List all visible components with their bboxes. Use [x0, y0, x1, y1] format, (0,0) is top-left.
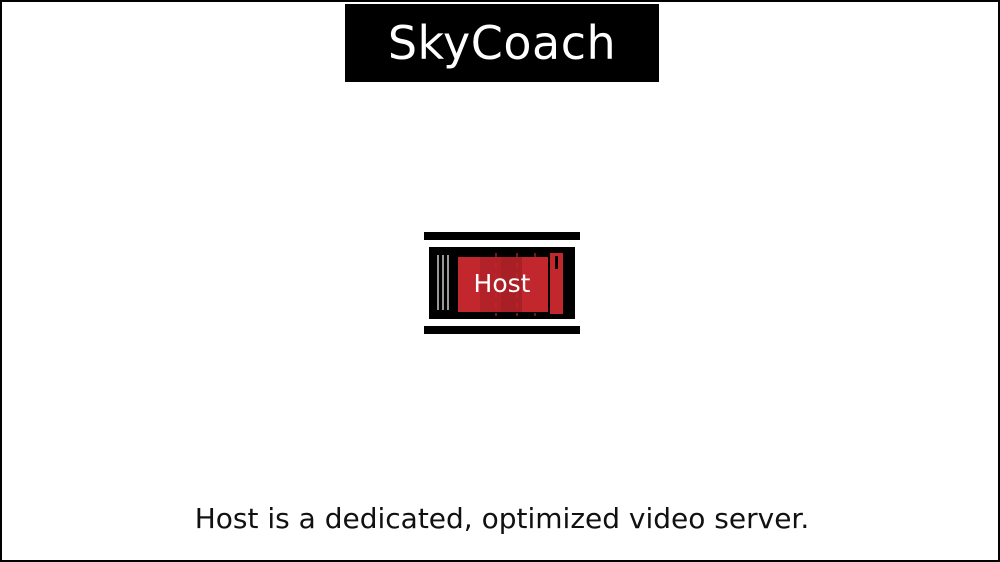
host-server-icon	[422, 230, 582, 336]
server-panel-1	[458, 257, 480, 312]
host-label: Host	[473, 268, 531, 298]
server-panel-3	[501, 257, 522, 312]
slide-caption: Host is a dedicated, optimized video ser…	[194, 502, 810, 535]
bottom-rail	[424, 326, 580, 334]
server-slot-indicator	[555, 256, 558, 269]
title-banner: SkyCoach	[345, 4, 659, 82]
server-side-block	[550, 253, 563, 314]
slide-title: SkyCoach	[387, 16, 617, 70]
server-panel-2	[480, 257, 501, 312]
top-rail	[424, 232, 580, 240]
